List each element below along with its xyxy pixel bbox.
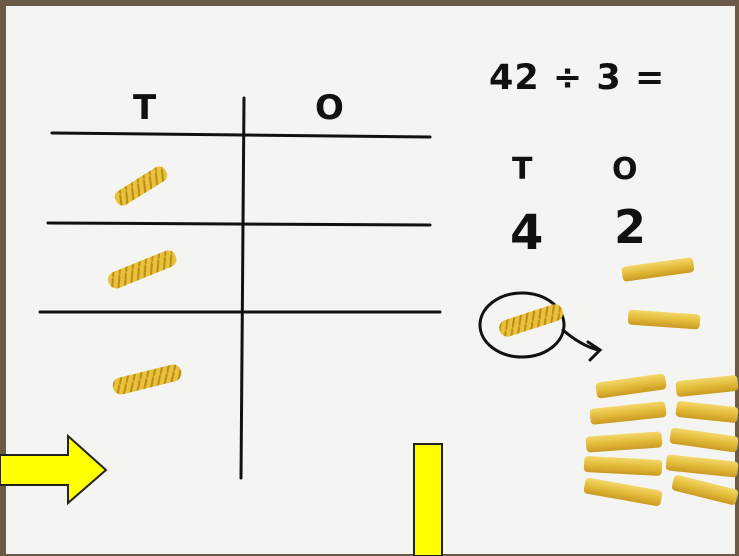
down-arrow-icon bbox=[413, 443, 443, 556]
ones-pieces-top bbox=[621, 257, 701, 330]
penne-piece bbox=[595, 373, 667, 399]
fusilli-piece bbox=[112, 364, 182, 395]
ones-pieces-exchanged bbox=[583, 373, 739, 507]
fusilli-piece-circled bbox=[499, 304, 564, 337]
circle-annotation bbox=[478, 291, 566, 359]
table-header-tens: T bbox=[133, 88, 157, 128]
tens-label: T bbox=[512, 152, 533, 187]
table-row-line-1 bbox=[46, 221, 432, 227]
penne-piece bbox=[671, 475, 739, 505]
penne-piece bbox=[669, 427, 739, 453]
fusilli-piece bbox=[114, 166, 168, 206]
ones-label: O bbox=[612, 152, 638, 187]
tens-digit: 4 bbox=[510, 205, 544, 261]
penne-piece bbox=[589, 401, 667, 425]
penne-piece bbox=[627, 309, 701, 330]
penne-piece bbox=[583, 477, 663, 507]
tens-pieces-table bbox=[108, 166, 182, 395]
fusilli-piece bbox=[108, 250, 177, 289]
table-header-line bbox=[50, 131, 432, 139]
penne-piece bbox=[675, 375, 739, 397]
right-arrow-icon bbox=[0, 433, 108, 506]
equation-text: 42 ÷ 3 = bbox=[489, 58, 666, 98]
penne-piece bbox=[675, 401, 739, 423]
curved-arrow-icon bbox=[561, 328, 603, 362]
table-header-ones: O bbox=[315, 88, 344, 128]
penne-piece bbox=[621, 257, 695, 282]
penne-piece bbox=[585, 431, 663, 453]
ones-digit: 2 bbox=[614, 200, 647, 254]
penne-piece bbox=[665, 454, 739, 478]
penne-piece bbox=[583, 456, 663, 476]
table-vertical-line bbox=[239, 96, 246, 480]
